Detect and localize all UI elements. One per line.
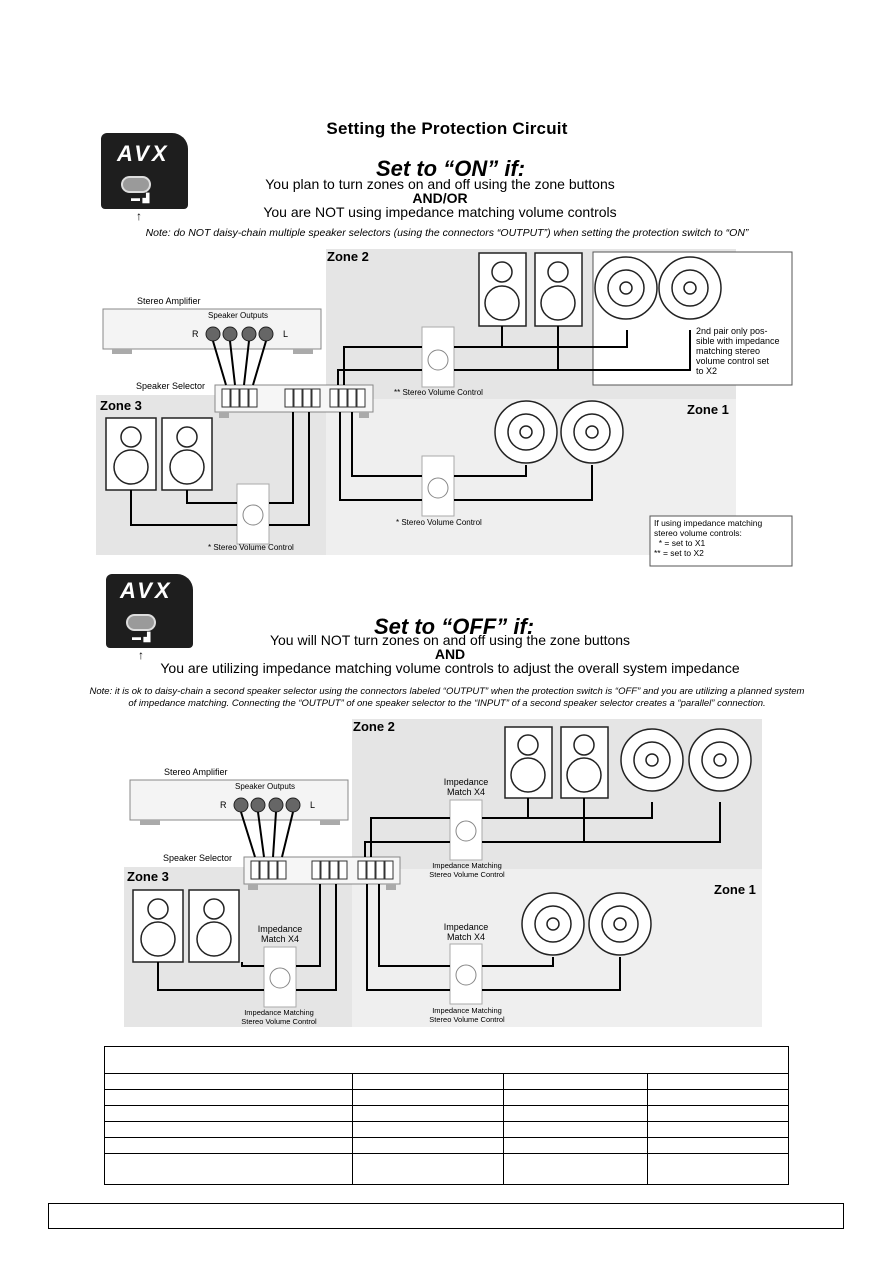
second-pair-note: 2nd pair only pos- sible with impedance …	[696, 326, 780, 376]
off-conjunction: AND	[434, 646, 466, 662]
table-row	[104, 1137, 789, 1154]
on-heading: Set to “ON” if:	[376, 156, 526, 181]
avx-logo: AVX	[120, 578, 173, 603]
bottom-amp-label: Stereo Amplifier	[164, 767, 228, 777]
table-row	[104, 1153, 789, 1185]
off-line1: You will NOT turn zones on and off using…	[269, 632, 631, 648]
top-outputs-label: Speaker Outputs	[208, 311, 269, 320]
top-zone2-label: Zone 2	[327, 249, 369, 264]
legend-box	[649, 515, 793, 567]
top-l-label: L	[283, 329, 289, 339]
table-row	[104, 1121, 789, 1138]
switch-marks: ▬ ▟	[132, 632, 151, 642]
switch-marks: ▬ ▟	[131, 193, 150, 203]
impedance-legend: If using impedance matching stereo volum…	[654, 518, 763, 558]
footer-box	[48, 1203, 844, 1229]
arrow-up-icon: ↑	[138, 648, 144, 662]
off-line2: You are utilizing impedance matching vol…	[160, 660, 740, 676]
on-note: Note: do NOT daisy-chain multiple speake…	[145, 227, 749, 239]
bottom-zone3-label: Zone 3	[127, 869, 169, 884]
top-vc-zone1: * Stereo Volume Control	[396, 518, 482, 527]
table-row	[104, 1089, 789, 1106]
table-row	[104, 1073, 789, 1090]
top-zone1-label: Zone 1	[687, 402, 729, 417]
protection-switch-on	[121, 176, 151, 193]
spec-table	[104, 1046, 789, 1185]
bottom-zone2-label: Zone 2	[353, 719, 395, 734]
bottom-r-label: R	[220, 800, 227, 810]
off-note: Note: it is ok to daisy-chain a second s…	[89, 686, 805, 709]
off-heading: Set to “OFF” if:	[374, 614, 535, 639]
bottom-outputs-label: Speaker Outputs	[235, 782, 296, 791]
top-zone3-label: Zone 3	[100, 398, 142, 413]
protection-switch-off	[126, 614, 156, 631]
top-r-label: R	[192, 329, 199, 339]
top-amp-label: Stereo Amplifier	[137, 296, 201, 306]
avx-logo: AVX	[117, 141, 170, 166]
bottom-l-label: L	[310, 800, 316, 810]
arrow-up-icon: ↑	[136, 209, 142, 223]
top-vc-zone2: ** Stereo Volume Control	[394, 388, 483, 397]
top-vc-zone3: * Stereo Volume Control	[208, 543, 294, 552]
page-title: Setting the Protection Circuit	[326, 119, 568, 138]
bottom-selector-label: Speaker Selector	[163, 853, 233, 863]
bottom-zone1-label: Zone 1	[714, 882, 756, 897]
table-row	[104, 1105, 789, 1122]
on-conjunction: AND/OR	[412, 190, 468, 206]
top-selector-label: Speaker Selector	[136, 381, 206, 391]
on-line1: You plan to turn zones on and off using …	[265, 176, 615, 192]
table-header-row	[104, 1046, 789, 1074]
device-on-graphic: AVX ▬ ▟	[101, 133, 188, 209]
on-line2: You are NOT using impedance matching vol…	[263, 204, 617, 220]
device-off-graphic: AVX ▬ ▟	[106, 574, 193, 648]
